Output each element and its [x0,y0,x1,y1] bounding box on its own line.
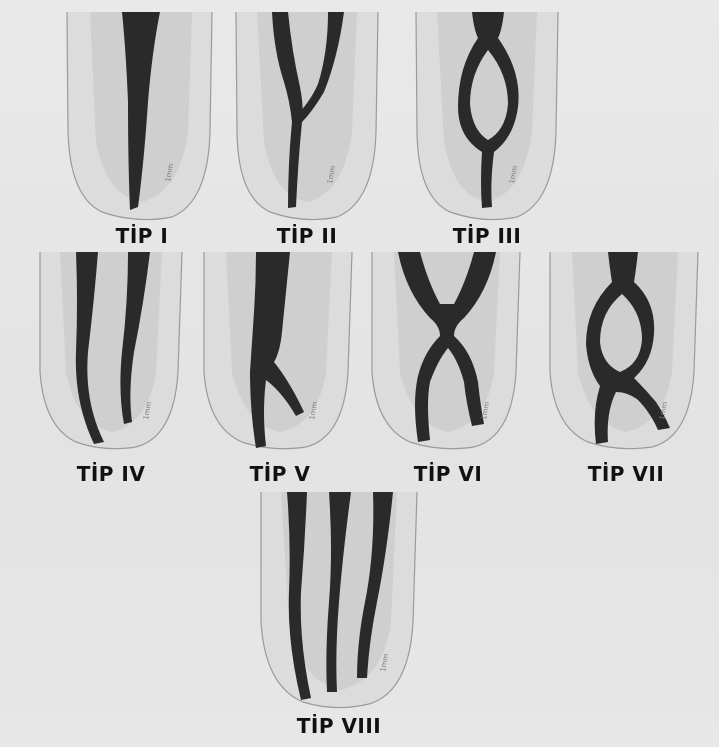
root-diagram-tip-7: 1mm [546,252,706,452]
root-diagram-tip-4: 1mm [36,252,186,452]
type-label: TİP III [412,224,562,248]
root-diagram-tip-2: 1mm [232,12,382,222]
root-diagram-tip-6: 1mm [368,252,528,452]
type-label: TİP VII [546,462,706,486]
panel-tip-3: 1mm TİP III [412,12,562,252]
type-label: TİP V [200,462,360,486]
root-diagram-tip-5: 1mm [200,252,360,452]
panel-tip-2: 1mm TİP II [232,12,382,252]
panel-tip-4: 1mm TİP IV [36,252,186,492]
root-diagram-tip-1: 1mm [62,12,222,222]
type-label: TİP VIII [255,714,423,738]
type-label: TİP VI [368,462,528,486]
type-label: TİP II [232,224,382,248]
root-diagram-tip-3: 1mm [412,12,562,222]
root-diagram-tip-8: 1mm [255,492,423,712]
panel-tip-1: 1mm TİP I [62,12,222,252]
panel-tip-8: 1mm TİP VIII [255,492,423,744]
type-label: TİP IV [36,462,186,486]
panel-tip-5: 1mm TİP V [200,252,360,492]
panel-tip-7: 1mm TİP VII [546,252,706,492]
panel-tip-6: 1mm TİP VI [368,252,528,492]
type-label: TİP I [62,224,222,248]
